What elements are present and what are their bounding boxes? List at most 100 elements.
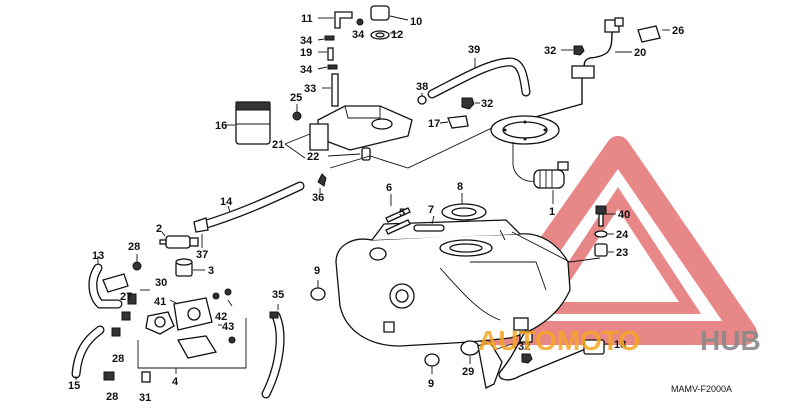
nut-32a — [461, 97, 475, 110]
clamp-26 — [637, 25, 661, 43]
label-43: 43 — [222, 321, 234, 333]
rubber-23 — [594, 243, 608, 257]
bolt-40 — [595, 205, 607, 215]
fuel-sensor-18 — [460, 317, 612, 389]
sensor-18 — [583, 339, 605, 355]
label-8: 8 — [457, 181, 463, 193]
tube-33 — [331, 73, 339, 107]
label-39: 39 — [468, 44, 480, 56]
label-9b: 9 — [428, 378, 434, 390]
screw-25 — [292, 111, 302, 121]
label-28c: 28 — [106, 391, 118, 403]
label-28b: 28 — [112, 353, 124, 365]
label-11: 11 — [301, 13, 313, 25]
sensor-wire — [498, 329, 589, 381]
label-34c: 34 — [300, 64, 313, 76]
label-26: 26 — [672, 25, 684, 37]
label-25: 25 — [290, 92, 302, 104]
label-12: 12 — [391, 29, 403, 41]
label-23: 23 — [616, 247, 628, 259]
tube-19 — [327, 47, 334, 61]
watermark-text-orange: AUTOMOTO — [478, 325, 640, 356]
bolt-42a — [212, 292, 220, 300]
mount-bolt-set — [511, 205, 616, 263]
clip-34c — [327, 64, 338, 70]
label-34: 34 — [352, 29, 365, 41]
clip-38 — [417, 95, 427, 105]
label-30: 30 — [155, 277, 167, 289]
breather-hoses — [417, 57, 531, 129]
label-27: 27 — [120, 291, 132, 303]
label-20: 20 — [634, 47, 646, 59]
watermark-triangle — [476, 136, 757, 345]
label-21: 21 — [272, 139, 284, 151]
label-31: 31 — [139, 392, 151, 403]
label-40: 40 — [618, 209, 630, 221]
rubber-9b — [424, 353, 440, 367]
label-3: 3 — [208, 265, 214, 277]
collar-24 — [594, 230, 608, 238]
stay-17 — [447, 115, 469, 129]
label-22: 22 — [307, 151, 319, 163]
clamp-36 — [317, 173, 327, 187]
clamp-27 — [127, 293, 137, 305]
watermark — [476, 136, 757, 345]
label-35: 35 — [272, 289, 284, 301]
nut-32c — [521, 353, 533, 364]
watermark-text-gray: HUB — [700, 325, 761, 356]
tank-parts — [310, 193, 487, 374]
gasket-29 — [460, 340, 480, 356]
fuel-pump-1 — [490, 115, 569, 204]
vent-line — [329, 125, 497, 169]
label-32c: 32 — [518, 341, 530, 353]
clip-34a — [356, 18, 364, 26]
label-16: 16 — [215, 120, 227, 132]
separator-21 — [317, 105, 413, 151]
label-14: 14 — [220, 196, 233, 208]
label-6: 6 — [386, 182, 392, 194]
label-28: 28 — [128, 241, 140, 253]
label-13: 13 — [92, 250, 104, 262]
label-5: 5 — [399, 207, 405, 219]
label-4: 4 — [172, 376, 179, 388]
label-42: 42 — [215, 311, 227, 323]
clip-34b — [324, 35, 335, 41]
rubber-5 — [385, 207, 411, 223]
diagram-code: MAMV-F2000A — [671, 384, 732, 394]
label-2: 2 — [156, 223, 162, 235]
cap-10 — [370, 5, 390, 21]
label-24: 24 — [616, 229, 629, 241]
label-9: 9 — [314, 265, 320, 277]
filter-2 — [165, 235, 191, 249]
fuel-lines — [132, 173, 327, 277]
bracket-4-outline — [137, 318, 247, 369]
clamp-37 — [193, 217, 209, 233]
canister-assembly — [225, 5, 497, 169]
label-17: 17 — [428, 118, 440, 130]
drain-hose-35 — [261, 304, 285, 399]
label-32b: 32 — [544, 45, 556, 57]
label-38: 38 — [416, 81, 428, 93]
pipe-fitting-11 — [334, 11, 353, 29]
part-labels: 11 10 34 12 34 19 34 33 25 16 21 22 39 3… — [68, 13, 732, 404]
label-32: 32 — [481, 98, 493, 110]
label-34b: 34 — [300, 35, 313, 47]
watermark-text: AUTOMOTO HUB — [478, 325, 761, 356]
label-29: 29 — [462, 366, 474, 378]
label-15: 15 — [68, 380, 80, 392]
fuel-pump-mounting — [71, 256, 247, 383]
clip-28d — [103, 371, 115, 381]
stay-43 — [176, 335, 218, 359]
label-36: 36 — [312, 192, 324, 204]
label-10: 10 — [410, 16, 422, 28]
nut-32b — [573, 45, 585, 56]
clip-28c — [111, 327, 121, 337]
label-7: 7 — [428, 204, 434, 216]
connector-20b — [571, 65, 595, 79]
pipe-31 — [141, 371, 151, 383]
clip-28b — [121, 311, 131, 321]
pump-body — [533, 169, 565, 189]
sensor-bracket — [477, 341, 503, 389]
